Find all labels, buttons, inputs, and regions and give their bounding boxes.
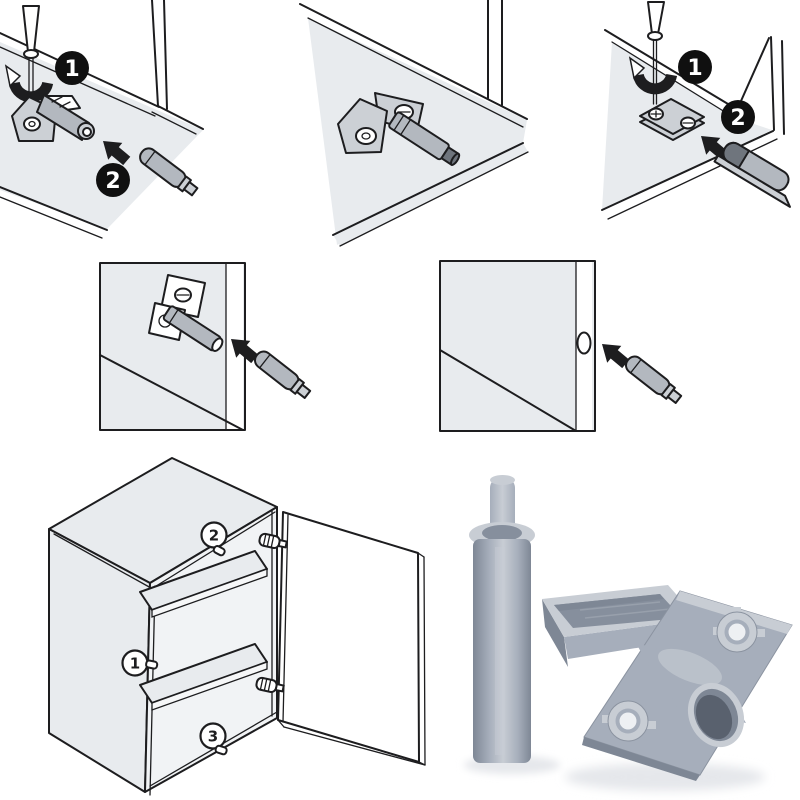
panel-door-drilled-hole: [435, 255, 700, 445]
mounted-damper-assembly: [337, 92, 461, 166]
door-hinge-top: [258, 532, 288, 549]
rotation-arrow-icon: [628, 56, 678, 95]
hinge-damper-adapter: [148, 274, 224, 352]
drilled-hole: [576, 331, 592, 355]
bracket-product-photo: [542, 585, 793, 791]
cabinet-overview-illustration: 2 1 3: [48, 457, 426, 796]
damper-plug-icon: [214, 744, 228, 756]
cabinet-shelves: [139, 550, 268, 711]
position-marker-3: 3: [199, 722, 228, 756]
step-number: 2: [105, 169, 120, 194]
bracket-tube: [636, 643, 746, 748]
panel-install-angled-mount: 1 2: [0, 0, 235, 245]
damper-plunger: [490, 475, 515, 537]
step-badge-1: 1: [55, 51, 89, 85]
insert-arrow-icon: [701, 136, 729, 161]
panel-installed-damper-view: [280, 0, 530, 250]
cabinet-door-open: [277, 511, 426, 766]
damper-cylinder: [253, 350, 312, 399]
damper-cylinder: [139, 147, 199, 197]
panel-install-flat-plate: 1 2: [555, 0, 800, 240]
photo-corner-bracket: [540, 555, 800, 800]
damper-plug-icon: [212, 545, 226, 557]
damper-product-photo: [464, 475, 560, 774]
install-angled-mount-illustration: 1 2: [0, 0, 204, 239]
step-number: 2: [730, 106, 745, 131]
step-badge-2: 2: [721, 100, 755, 134]
bracket-boss-bottom: [602, 700, 656, 742]
cabinet-door-panel: [439, 260, 596, 432]
panel-cabinet-overview: 2 1 3: [25, 455, 435, 800]
installed-damper-illustration: [299, 0, 529, 247]
insert-arrow-icon: [103, 141, 131, 166]
door-hinge-bottom: [255, 676, 285, 693]
step-badge-1: 1: [678, 50, 712, 84]
damper-housing: [713, 141, 791, 208]
install-flat-plate-illustration: 1 2: [601, 1, 791, 220]
marker-number: 2: [209, 527, 219, 545]
photo-shadow: [565, 763, 765, 791]
damper-body: [473, 539, 531, 763]
photo-damper-cylinder: [440, 465, 580, 785]
marker-number: 1: [130, 655, 140, 673]
damper-plug-icon: [145, 659, 159, 670]
flat-mounting-plate: [639, 98, 705, 141]
door-drilled-hole-illustration: [439, 260, 683, 432]
step-number: 1: [64, 57, 79, 82]
marker-number: 3: [208, 728, 218, 746]
insert-arrow-icon: [231, 339, 259, 364]
position-marker-2: 2: [200, 521, 228, 557]
angled-mount: [11, 94, 95, 142]
insert-arrow-icon: [602, 344, 630, 369]
rotation-arrow-icon: [4, 64, 54, 103]
cabinet-body: [48, 457, 278, 796]
step-number: 1: [687, 56, 702, 81]
bracket-boss-top: [713, 607, 765, 653]
door-hinge-damper-illustration: [99, 262, 312, 431]
position-marker-1: 1: [121, 649, 159, 677]
step-badge-2: 2: [96, 163, 130, 197]
damper-cylinder: [624, 355, 683, 404]
panel-door-hinge-damper: [85, 255, 335, 450]
